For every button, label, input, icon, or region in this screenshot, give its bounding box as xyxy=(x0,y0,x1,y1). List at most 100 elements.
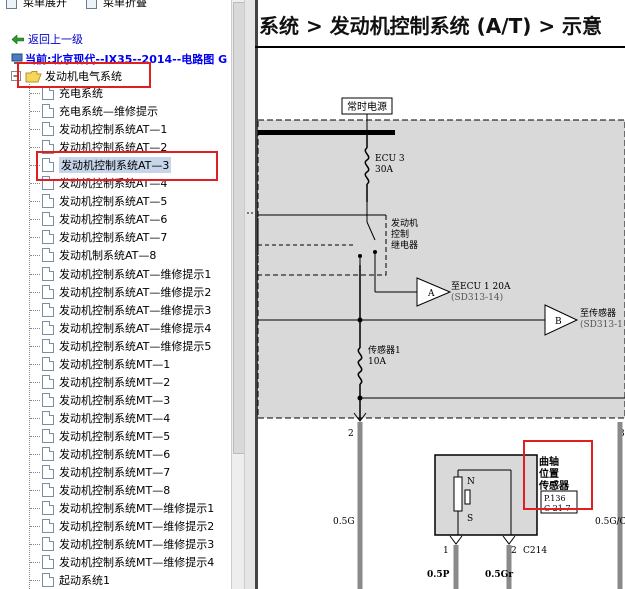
tree-branch-line xyxy=(30,201,40,202)
tree-item[interactable]: 发动机控制系统MT—6 xyxy=(42,445,170,463)
fuse2-rating: 10A xyxy=(368,357,386,367)
tree-item-label: 起动系统1 xyxy=(59,574,110,587)
tree-item-label: 发动机制系统AT—8 xyxy=(59,249,157,262)
tree-branch-line xyxy=(30,129,40,130)
collapse-menu-button[interactable]: 菜单折叠 xyxy=(86,0,147,10)
tree-item[interactable]: 发动机控制系统MT—5 xyxy=(42,427,170,445)
tree-branch-line xyxy=(30,310,40,311)
tree-item[interactable]: 发动机控制系统AT—维修提示5 xyxy=(42,337,211,355)
tree-scrollbar[interactable] xyxy=(231,0,246,589)
tree-item[interactable]: 发动机控制系统AT—维修提示2 xyxy=(42,283,211,301)
connector-a-destination: 至ECU 1 20A xyxy=(451,281,511,292)
page-icon xyxy=(42,573,54,587)
current-path: 当前:北京现代--IX35--2014--电路图 G 2 xyxy=(11,51,231,67)
collapse-toggle-icon[interactable] xyxy=(11,70,22,82)
tree-item-label: 发动机控制系统MT—8 xyxy=(59,484,171,497)
collapse-icon xyxy=(86,0,97,9)
sensor-ref-box xyxy=(540,490,578,514)
computer-icon xyxy=(11,53,23,64)
tree-item[interactable]: 发动机控制系统MT—维修提示4 xyxy=(42,553,214,571)
tree-item-label: 发动机控制系统AT—维修提示5 xyxy=(59,340,212,353)
tree-item[interactable]: 发动机制系统AT—8 xyxy=(42,246,156,264)
tree-item[interactable]: 发动机控制系统MT—维修提示3 xyxy=(42,535,214,553)
tree-item[interactable]: 发动机控制系统AT—6 xyxy=(42,210,167,228)
wiring-diagram: 常时电源 ECU 3 30A 发动机 控制 继电器 A 至ECU 1 20A (… xyxy=(257,97,625,589)
back-arrow-icon xyxy=(11,34,24,44)
expand-menu-button[interactable]: 菜单展开 xyxy=(6,0,67,10)
tree-item[interactable]: 发动机控制系统MT—4 xyxy=(42,409,170,427)
fuse2-name: 传感器1 xyxy=(368,344,401,356)
tree-item-label: 发动机控制系统MT—维修提示2 xyxy=(59,520,215,533)
fuse-box-area xyxy=(257,119,625,419)
tree-item[interactable]: 发动机控制系统AT—维修提示4 xyxy=(42,319,211,337)
tree-item-label: 发动机控制系统MT—2 xyxy=(59,376,171,389)
sensor-pin-2: 2 xyxy=(511,546,517,556)
tree-item[interactable]: 发动机控制系统MT—维修提示1 xyxy=(42,499,214,517)
tree-item[interactable]: 发动机控制系统MT—8 xyxy=(42,481,170,499)
tree-branch-line xyxy=(30,147,40,148)
tree-branch-line xyxy=(30,93,40,94)
wire-sensor-1-label: 0.5P xyxy=(427,570,450,580)
page-icon xyxy=(42,285,54,299)
tree-item-label: 发动机控制系统MT—维修提示3 xyxy=(59,538,215,551)
fuse1-rating: 30A xyxy=(375,165,393,175)
sensor-label-2: 位置 xyxy=(539,467,559,480)
tree-item-label: 发动机控制系统MT—3 xyxy=(59,394,171,407)
tree-item[interactable]: 发动机控制系统AT—7 xyxy=(42,228,167,246)
connector-id: C214 xyxy=(523,546,547,556)
page-icon xyxy=(42,429,54,443)
tree-branch-line xyxy=(30,562,40,563)
tree-item[interactable]: 发动机控制系统MT—7 xyxy=(42,463,170,481)
tree-item[interactable]: 发动机控制系统AT—维修提示1 xyxy=(42,265,211,283)
tree-branch-line xyxy=(30,255,40,256)
tree-branch-line xyxy=(30,292,40,293)
sensor-label-1: 曲轴 xyxy=(539,455,559,468)
splitter-grip-icon[interactable] xyxy=(247,212,253,226)
tree-branch-line xyxy=(30,382,40,383)
tree-item-label: 发动机控制系统AT—维修提示2 xyxy=(59,286,212,299)
tree-item[interactable]: 发动机控制系统AT—3 xyxy=(42,156,172,174)
sensor-ref-2: C 21-7 xyxy=(544,504,571,513)
connector-b-triangle xyxy=(544,304,579,336)
tree-item[interactable]: 发动机控制系统AT—2 xyxy=(42,138,167,156)
power-label: 常时电源 xyxy=(347,100,387,113)
tree-item-label: 充电系统 xyxy=(59,87,103,100)
sensor-s-label: S xyxy=(467,514,473,524)
sensor-label-3: 传感器 xyxy=(538,479,570,492)
tree-item-label: 发动机控制系统AT—6 xyxy=(59,213,168,226)
tree-item[interactable]: 发动机控制系统MT—3 xyxy=(42,391,170,409)
tree-item[interactable]: 发动机控制系统MT—2 xyxy=(42,373,170,391)
page-icon xyxy=(42,447,54,461)
page-icon xyxy=(42,267,54,281)
tree-item-label: 发动机控制系统AT—4 xyxy=(59,177,168,190)
tree-item[interactable]: 充电系统 xyxy=(42,84,103,102)
tree-item[interactable]: 发动机控制系统AT—维修提示3 xyxy=(42,301,211,319)
current-path-label: 当前:北京现代--IX35--2014--电路图 G 2 xyxy=(25,53,231,66)
diagram-panel: 系统 > 发动机控制系统 (A/T) > 示意 常时电源 ECU 3 30A 发… xyxy=(255,0,625,589)
title-rule xyxy=(255,46,625,48)
sensor-n-label: N xyxy=(467,477,475,487)
sensor-box xyxy=(434,454,538,536)
tree-item[interactable]: 发动机控制系统AT—1 xyxy=(42,120,167,138)
tree-branch-line xyxy=(30,346,40,347)
page-icon xyxy=(42,411,54,425)
tree-root-node[interactable]: 发动机电气系统 xyxy=(11,68,122,84)
tree-item-label: 发动机控制系统AT—2 xyxy=(59,141,168,154)
back-link[interactable]: 返回上一级 xyxy=(11,31,83,47)
connector-a-label: A xyxy=(427,289,435,299)
tree-item-label: 充电系统—维修提示 xyxy=(59,105,158,118)
tree-item[interactable]: 发动机控制系统MT—1 xyxy=(42,355,170,373)
expand-menu-label: 菜单展开 xyxy=(23,0,67,9)
relay-label-2: 控制 xyxy=(391,228,409,240)
tree-item[interactable]: 发动机控制系统AT—5 xyxy=(42,192,167,210)
page-icon xyxy=(42,86,54,100)
page-icon xyxy=(42,122,54,136)
page-icon xyxy=(42,303,54,317)
tree-item-label: 发动机控制系统MT—7 xyxy=(59,466,171,479)
tree-item[interactable]: 起动系统1 xyxy=(42,571,110,589)
tree-branch-line xyxy=(30,508,40,509)
tree-item[interactable]: 发动机控制系统AT—4 xyxy=(42,174,167,192)
tree-item[interactable]: 充电系统—维修提示 xyxy=(42,102,158,120)
page-icon xyxy=(42,537,54,551)
tree-item[interactable]: 发动机控制系统MT—维修提示2 xyxy=(42,517,214,535)
